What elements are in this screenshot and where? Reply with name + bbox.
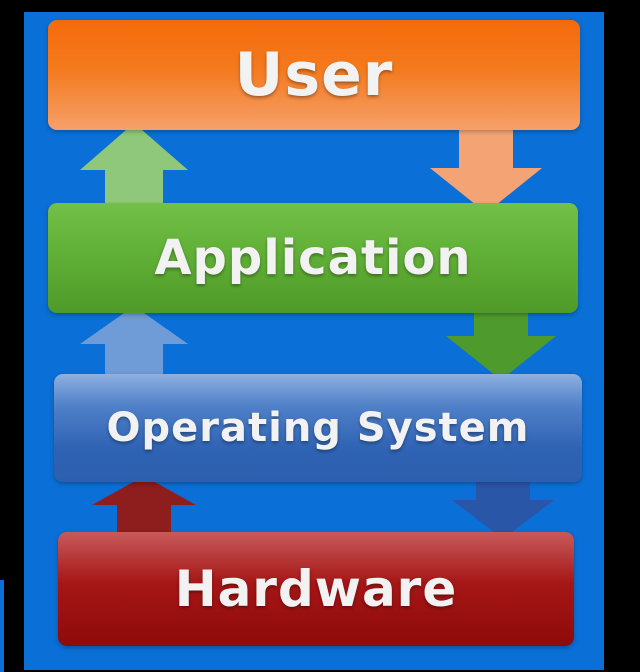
hardware-layer-label: Hardware [174, 560, 458, 618]
edge-strip [0, 580, 4, 672]
operating-system-layer-label: Operating System [106, 405, 530, 451]
application-layer-label: Application [154, 230, 472, 286]
arrow-user-to-application [430, 128, 542, 213]
operating-system-layer: Operating System [54, 374, 582, 482]
application-layer: Application [48, 203, 578, 313]
arrow-os-to-hardware [452, 478, 554, 539]
hardware-layer: Hardware [58, 532, 574, 646]
arrow-application-to-user [80, 123, 188, 210]
arrow-os-to-application [80, 306, 188, 376]
user-layer: User [48, 20, 580, 130]
arrow-application-to-os [446, 308, 556, 380]
arrow-hardware-to-os [92, 476, 196, 534]
user-layer-label: User [234, 40, 394, 110]
